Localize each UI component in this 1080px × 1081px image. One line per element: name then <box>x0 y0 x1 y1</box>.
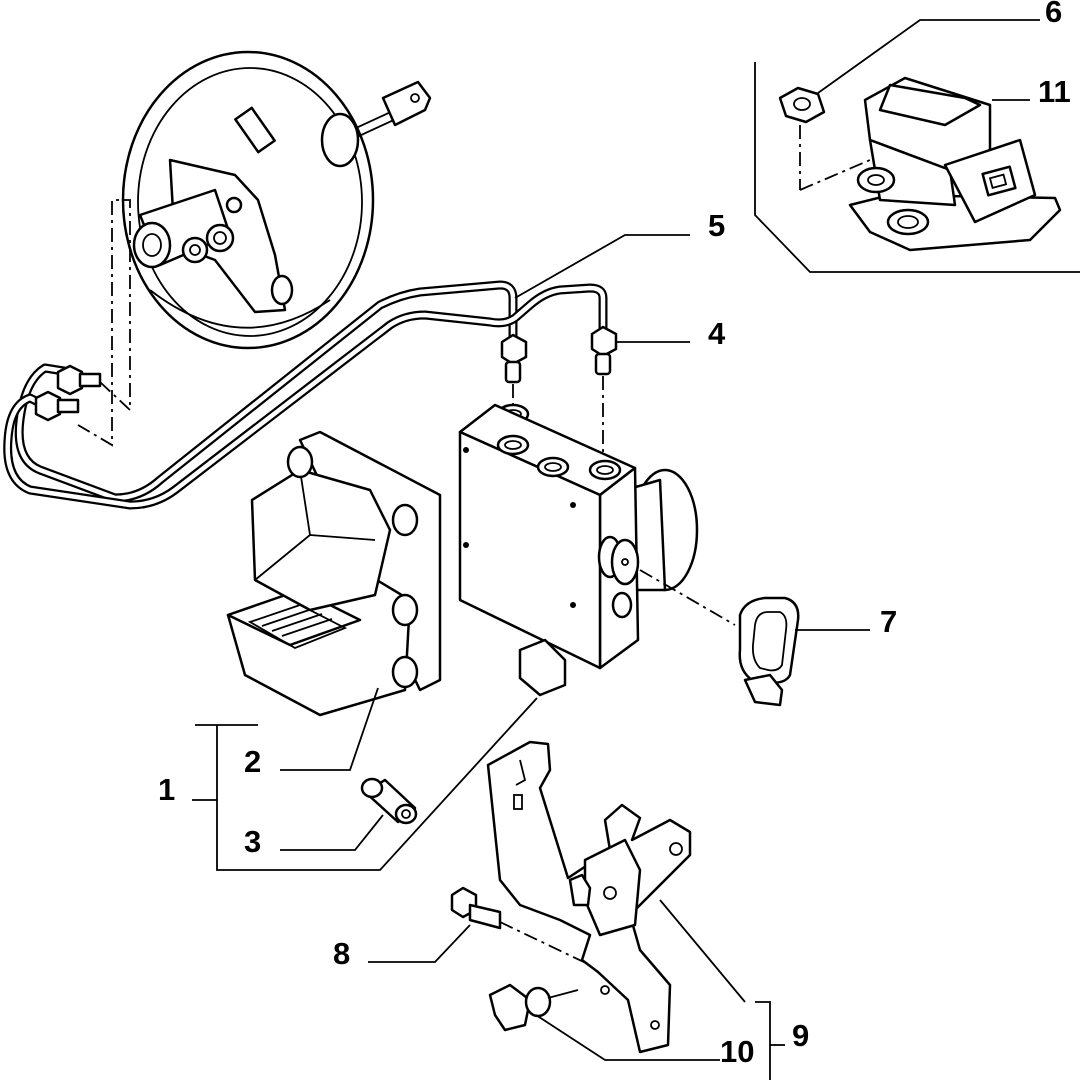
bolt-8 <box>450 886 591 966</box>
callout-1: 1 <box>158 772 175 807</box>
callout-labels: 1 2 3 4 5 6 7 8 9 10 11 <box>158 0 1071 1069</box>
callout-3: 3 <box>244 824 261 859</box>
yaw-rate-sensor-11 <box>848 76 1062 252</box>
nut-6 <box>778 86 871 191</box>
callout-7: 7 <box>880 604 897 639</box>
callout-8: 8 <box>333 936 350 971</box>
abs-control-module <box>226 430 442 717</box>
callout-4: 4 <box>708 316 726 351</box>
sensor-10 <box>488 983 579 1032</box>
callout-5: 5 <box>708 208 725 243</box>
brake-pipes <box>3 199 608 510</box>
callout-11: 11 <box>1038 74 1071 109</box>
abs-hydraulic-unit <box>458 403 736 697</box>
callout-6: 6 <box>1045 0 1062 29</box>
inset-frame <box>754 62 1080 273</box>
mounting-bracket <box>486 740 692 1054</box>
callout-2: 2 <box>244 744 261 779</box>
callout-9: 9 <box>792 1018 809 1053</box>
connector-seal-7 <box>738 596 800 707</box>
sleeve-part-3 <box>360 777 418 825</box>
leader-lines <box>192 19 1040 1080</box>
brake-servo-booster <box>121 50 432 350</box>
callout-10: 10 <box>720 1034 754 1069</box>
